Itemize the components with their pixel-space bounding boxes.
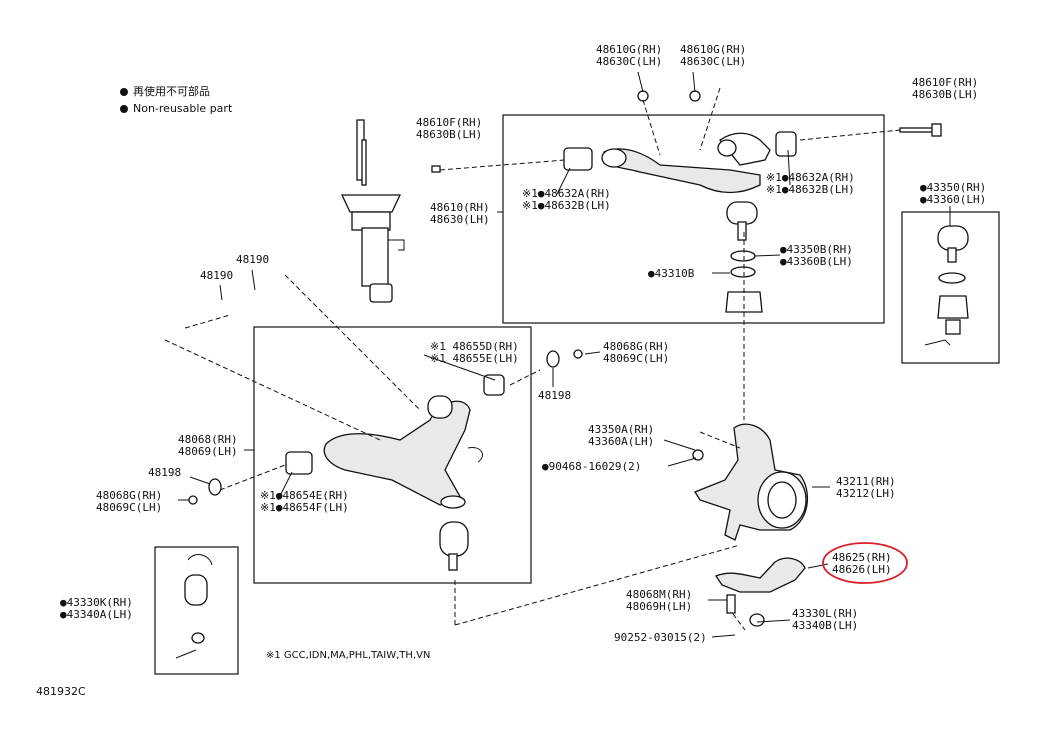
shock-absorber [340,119,405,303]
label-48190-a: 48190 [200,269,234,282]
label-48610g-a: 48610G(RH)48630C(LH) [596,43,663,68]
upper-control-arm [431,90,942,313]
label-48610f-left: 48610F(RH)48630B(LH) [416,116,483,141]
label-48198-left: 48198 [148,466,182,479]
label-43350b: ●43350B(RH)●43360B(LH) [780,243,853,268]
legend-en: Non-reusable part [120,103,232,115]
lower-control-arm [188,349,583,509]
label-43310b: ●43310B [648,267,695,280]
highlight-circle [822,542,908,584]
leader-lines [164,71,951,638]
label-48068m: 48068M(RH)48069H(LH) [626,588,693,613]
steering-knuckle [692,423,809,541]
upper-arm-frame [502,114,885,324]
bullet-icon [120,88,128,96]
label-43211: 43211(RH)43212(LH) [836,475,896,500]
label-48610: 48610(RH)48630(LH) [430,201,490,226]
lower-ball-joint-frame [154,546,239,675]
label-48610g-b: 48610G(RH)48630C(LH) [680,43,747,68]
footnote: ※1 GCC,IDN,MA,PHL,TAIW,TH,VN [266,650,431,661]
label-48610f-right: 48610F(RH)48630B(LH) [912,76,979,101]
figure-id: 481932C [36,685,86,698]
label-43330l: 43330L(RH)43340B(LH) [792,607,859,632]
legend-jp: 再使用不可部品 [120,86,232,98]
label-48632-right: ※1●48632A(RH)※1●48632B(LH) [766,171,855,196]
label-48068g-top: 48068G(RH)48069C(LH) [603,340,670,365]
label-48655: ※1 48655D(RH)※1 48655E(LH) [430,340,519,365]
label-90468: ●90468-16029(2) [542,460,642,473]
lower-ball-joint [175,521,469,659]
label-48632-left: ※1●48632A(RH)※1●48632B(LH) [522,187,611,212]
label-43330k: ●43330K(RH)●43340A(LH) [60,596,133,621]
label-43350: ●43350(RH)●43360(LH) [920,181,987,206]
legend: 再使用不可部品 Non-reusable part [120,86,232,115]
bullet-icon [120,105,128,113]
label-48190-b: 48190 [236,253,270,266]
upper-ball-joint [924,225,969,346]
label-48654: ※1●48654E(RH)※1●48654F(LH) [260,489,349,514]
label-48198-top: 48198 [538,389,572,402]
label-48068: 48068(RH)48069(LH) [178,433,238,458]
label-90252: 90252-03015(2) [614,631,707,644]
label-43350a: 43350A(RH)43360A(LH) [588,423,655,448]
label-48625: 48625(RH)48626(LH) [832,551,892,576]
knuckle-arm [715,557,806,627]
lower-arm-frame [253,326,532,584]
label-48068g-left: 48068G(RH)48069C(LH) [96,489,163,514]
